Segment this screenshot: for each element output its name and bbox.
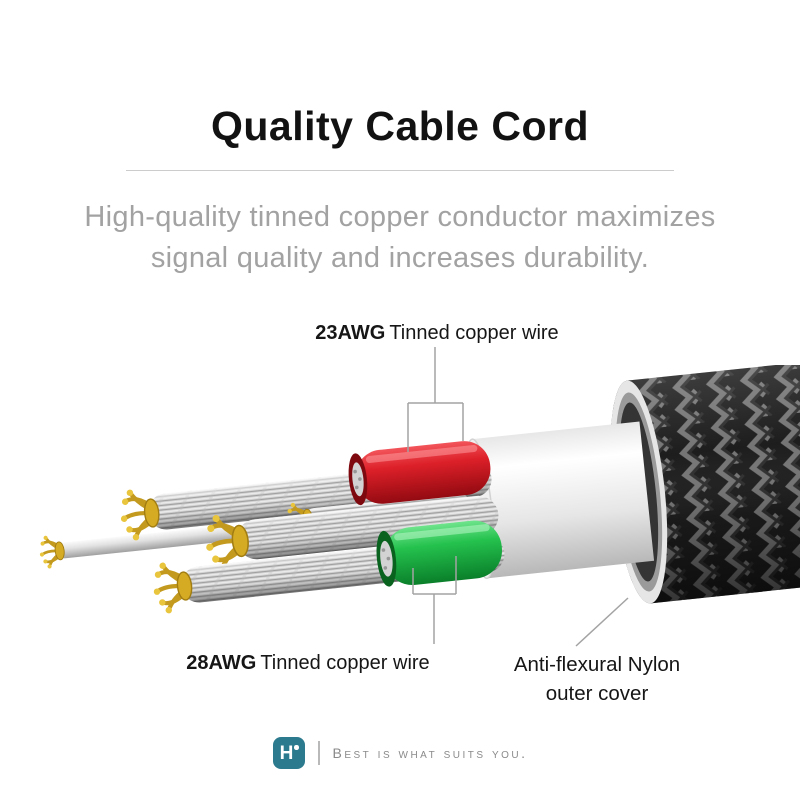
logo-letter: H [279, 742, 294, 764]
label-28awg-text: Tinned copper wire [260, 652, 430, 674]
nylon-label-line1: Anti-flexural Nylon [513, 653, 681, 676]
brand-logo: H [272, 737, 305, 769]
callout-label-nylon: Anti-flexural Nylon outer cover [514, 650, 680, 708]
nylon-label-line2: outer cover [545, 682, 649, 705]
strand-rope-b [203, 495, 499, 573]
footer-divider-bar [317, 741, 320, 765]
logo-dot [294, 745, 299, 750]
red-wire [348, 441, 491, 506]
title-divider [126, 170, 674, 171]
gauge-28awg: 28AWG [186, 652, 257, 674]
copper-fray-end [151, 560, 194, 615]
brand-footer: H Best is what suits you. [0, 737, 800, 769]
subtitle: High-quality tinned copper conductor max… [0, 197, 800, 279]
gauge-23awg: 23AWG [315, 322, 386, 344]
cable-cutaway-diagram [36, 365, 800, 685]
subtitle-line1: High-quality tinned copper conductor max… [84, 201, 716, 233]
copper-fray-end [36, 532, 68, 571]
thin-bare-wire [36, 525, 236, 571]
label-23awg-text: Tinned copper wire [389, 322, 559, 344]
brand-tagline: Best is what suits you. [332, 745, 528, 761]
subtitle-line2: signal quality and increases durability. [150, 242, 650, 274]
page-title: Quality Cable Cord [210, 103, 590, 149]
